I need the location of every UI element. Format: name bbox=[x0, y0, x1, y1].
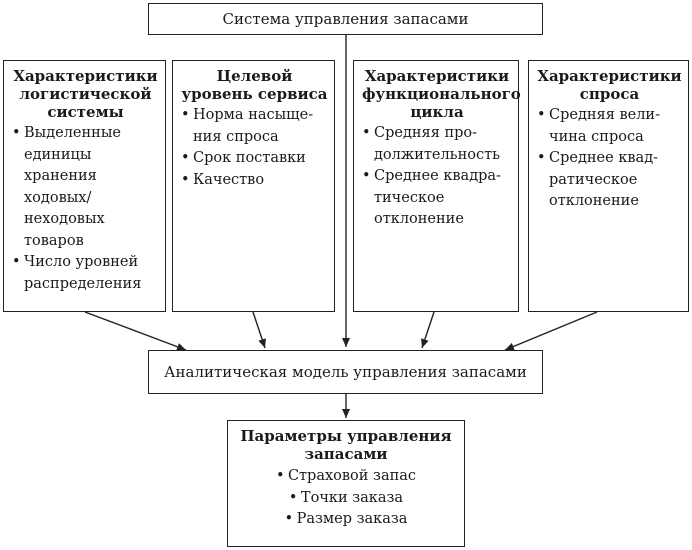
list-item: Среднее квад-ратическое отклонение bbox=[537, 148, 682, 213]
inventory-parameters-title: Параметры управления запасами bbox=[240, 427, 452, 463]
list-item: Выделенные единицы хранения ходовых/ нех… bbox=[12, 123, 159, 252]
functional-cycle-list: Средняя про-должительность Среднее квадр… bbox=[362, 123, 512, 231]
functional-cycle-box: Характеристики функционального цикла Сре… bbox=[353, 60, 521, 312]
inventory-system-box: Система управления запасами bbox=[148, 3, 543, 35]
list-item: Средняя вели-чина спроса bbox=[537, 105, 682, 148]
list-item: Страховой запас bbox=[276, 466, 416, 488]
list-item: Размер заказа bbox=[285, 509, 408, 531]
service-level-title: Целевой уровень сервиса bbox=[181, 67, 328, 103]
arrow-col4-to-model bbox=[504, 311, 598, 351]
list-item: Средняя про-должительность bbox=[362, 123, 512, 166]
functional-cycle-title: Характеристики функционального цикла bbox=[362, 67, 521, 121]
list-item: Точки заказа bbox=[289, 488, 403, 510]
arrow-col1-to-model bbox=[84, 311, 187, 351]
analytical-model-box: Аналитическая модель управления запасами bbox=[148, 350, 543, 394]
arrow-col3-to-model bbox=[421, 311, 435, 349]
demand-box: Характеристики спроса Средняя вели-чина … bbox=[528, 60, 689, 312]
list-item: Среднее квадра-тическое отклонение bbox=[362, 166, 512, 231]
service-level-box: Целевой уровень сервиса Норма насыще-ния… bbox=[172, 60, 335, 312]
demand-title: Характеристики спроса bbox=[537, 67, 682, 103]
inventory-system-title: Система управления запасами bbox=[222, 10, 469, 28]
logistics-system-box: Характеристики логистической системы Выд… bbox=[3, 60, 166, 312]
logistics-system-list: Выделенные единицы хранения ходовых/ нех… bbox=[12, 123, 159, 295]
analytical-model-title: Аналитическая модель управления запасами bbox=[164, 363, 527, 381]
logistics-system-title: Характеристики логистической системы bbox=[13, 67, 158, 121]
service-level-list: Норма насыще-ния спроса Срок поставки Ка… bbox=[181, 105, 328, 191]
list-item: Число уровней распределения bbox=[12, 252, 159, 295]
list-item: Качество bbox=[181, 170, 328, 192]
inventory-parameters-box: Параметры управления запасами Страховой … bbox=[227, 420, 465, 547]
list-item: Норма насыще-ния спроса bbox=[181, 105, 328, 148]
demand-list: Средняя вели-чина спроса Среднее квад-ра… bbox=[537, 105, 682, 213]
arrow-col2-to-model bbox=[252, 311, 266, 349]
inventory-parameters-list: Страховой запас Точки заказа Размер зака… bbox=[236, 466, 456, 531]
list-item: Срок поставки bbox=[181, 148, 328, 170]
